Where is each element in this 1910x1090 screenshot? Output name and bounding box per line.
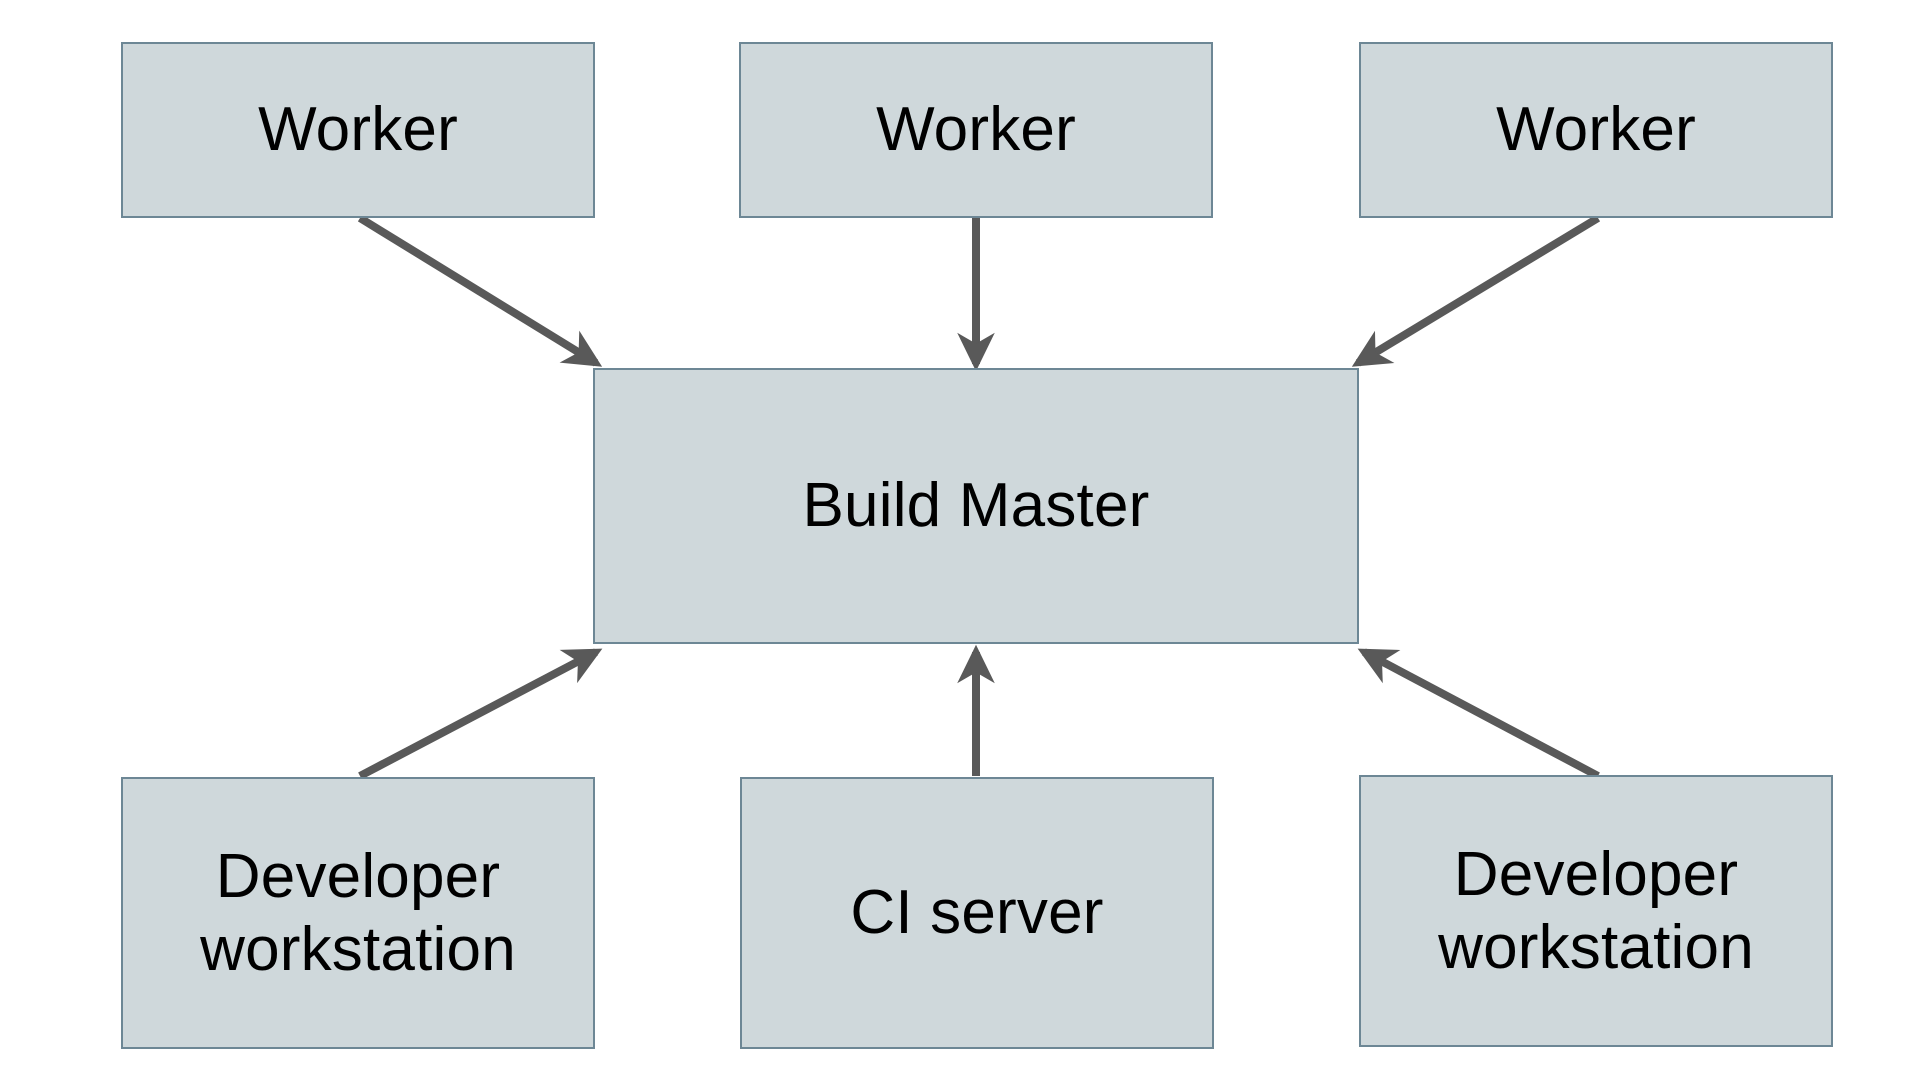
- node-worker-2-label: Worker: [876, 95, 1076, 165]
- node-worker-1-label: Worker: [258, 95, 458, 165]
- node-ci-server[interactable]: CI server: [740, 777, 1214, 1049]
- edge-dev-right-to-build-master: [1357, 648, 1600, 780]
- node-worker-3[interactable]: Worker: [1359, 42, 1833, 218]
- node-build-master[interactable]: Build Master: [593, 368, 1359, 644]
- edge-dev-left-to-build-master: [358, 648, 603, 780]
- node-developer-workstation-right[interactable]: Developer workstation: [1359, 775, 1833, 1047]
- node-build-master-label: Build Master: [802, 471, 1150, 541]
- node-developer-workstation-left-label: Developer workstation: [200, 841, 516, 984]
- node-worker-3-label: Worker: [1496, 95, 1696, 165]
- node-developer-workstation-left[interactable]: Developer workstation: [121, 777, 595, 1049]
- node-developer-workstation-right-label: Developer workstation: [1438, 839, 1754, 982]
- node-ci-server-label: CI server: [850, 878, 1104, 948]
- node-worker-1[interactable]: Worker: [121, 42, 595, 218]
- node-worker-2[interactable]: Worker: [739, 42, 1213, 218]
- edge-worker-1-to-build-master: [357, 214, 603, 367]
- edge-worker-3-to-build-master: [1351, 214, 1601, 367]
